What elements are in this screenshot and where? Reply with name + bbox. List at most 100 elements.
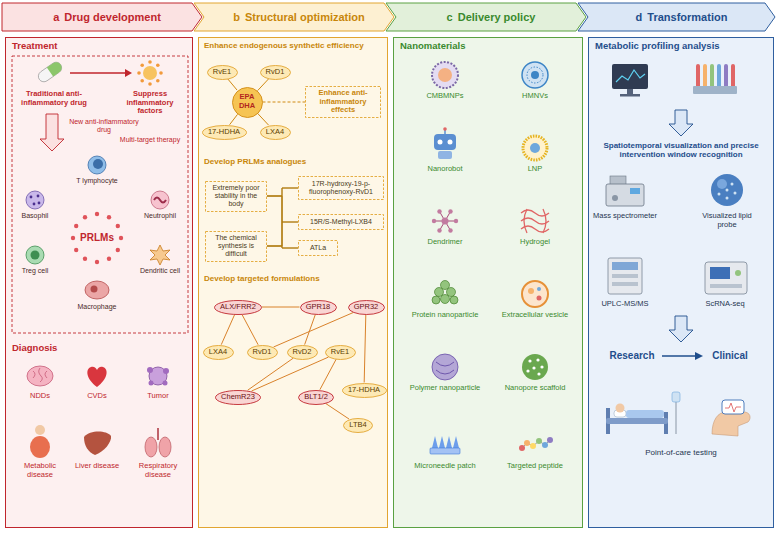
scrna-seq-icon [735, 270, 741, 276]
uplc-icon [608, 258, 642, 294]
dendrimer-icon [434, 212, 456, 231]
sample-tubes-icon [710, 64, 714, 88]
cytokine-icon [159, 71, 163, 75]
ellipse-shape [202, 125, 246, 139]
node-label: Enhance anti-inflammatory effects [308, 89, 378, 115]
chevron-shape [2, 3, 202, 31]
heart-icon [87, 367, 106, 387]
mediator-ellipse: RvD2 [287, 345, 318, 360]
section-header: cDelivery policy [386, 3, 586, 31]
icon-label: Suppress inflammatory factors [117, 90, 183, 116]
sample-tubes-icon [693, 86, 737, 94]
icon-label: Multi-target therapy [119, 136, 181, 144]
scaffold-icon [537, 372, 540, 375]
analogue-box: ATLa [298, 240, 338, 256]
vesicle-icon [522, 281, 548, 307]
microneedle-icon [430, 436, 460, 454]
scrna-seq-icon [705, 262, 747, 294]
prlms-ring [116, 248, 120, 252]
t-lymphocyte-icon [93, 159, 103, 169]
section-letter: c [447, 11, 453, 24]
scaffold-icon [522, 354, 548, 380]
icon-label: T lymphocyte [67, 177, 127, 185]
point-of-care-device-icon [725, 403, 741, 412]
cmbmnp-icon [432, 62, 458, 88]
mediator-ellipse: LTB4 [343, 418, 373, 433]
peptide-icon [519, 445, 525, 451]
cmbmnp-icon [438, 68, 452, 82]
receptor-ellipse: ALX/FRR2 [214, 300, 262, 315]
icon-label: Tumor [133, 392, 183, 401]
point-of-care-device-icon [722, 400, 744, 414]
neutrophil-icon [151, 191, 169, 209]
chevron-shape [194, 3, 394, 31]
heart-icon [87, 367, 106, 387]
liver-icon [84, 432, 111, 455]
uplc-icon [612, 282, 638, 286]
monitor-icon [627, 89, 633, 94]
dashed-box-shape [306, 87, 381, 118]
dendrimer-icon [448, 209, 452, 213]
prlms-ring [83, 257, 87, 261]
connector-line [267, 196, 298, 248]
node-label: GPR32 [354, 303, 379, 312]
icon-label: New anti-inflammatory drug [69, 118, 139, 134]
icon-label: HMNVs [493, 92, 578, 101]
icon-label: Nanopore scaffold [493, 384, 578, 393]
node-label: 17-HDHA [208, 128, 240, 137]
node-label: RvD1 [253, 348, 272, 357]
peptide-icon [524, 440, 530, 446]
cytokine-icon [156, 63, 160, 67]
hollow-arrow [40, 114, 64, 151]
analogue-box: 15R/S-Methyl-LXB4 [298, 214, 384, 230]
macrophage-icon [91, 286, 98, 293]
neutrophil-icon [151, 191, 169, 209]
lipid-probe-icon [726, 197, 729, 200]
ellipse-shape [260, 65, 290, 79]
mediator-ellipse: LXA4 [260, 125, 291, 140]
receptor-ellipse: GPR18 [300, 300, 337, 315]
metabolic-icon [30, 425, 50, 458]
hmnv-icon [522, 62, 548, 88]
scrna-seq-icon [710, 284, 742, 288]
sample-tubes-icon [696, 64, 700, 88]
chevron-shape [578, 3, 775, 31]
mediator-ellipse: RvD1 [260, 65, 291, 80]
protein-nanoparticle-icon [432, 296, 440, 304]
tumor-icon [147, 367, 153, 373]
section-header: bStructural optimization [194, 3, 394, 31]
section-heading: Enhance endogenous synthetic efficiency [204, 41, 384, 50]
cytokine-icon [148, 60, 152, 64]
monitor-icon [612, 64, 648, 97]
ellipse-shape [299, 390, 334, 404]
dashed-box-shape [299, 177, 384, 200]
dashed-box-shape [299, 215, 384, 230]
scaffold-icon [540, 365, 543, 368]
mediator-ellipse: RvE1 [325, 345, 356, 360]
brain-icon [33, 368, 47, 382]
basophil-icon [38, 202, 41, 205]
basophil-icon [33, 203, 36, 206]
icon-label: Clinical [705, 350, 755, 362]
icon-label: Visualized lipid probe [696, 212, 758, 229]
monitor-icon [612, 64, 648, 89]
ellipse-shape [300, 300, 336, 314]
icon-label: Basophil [10, 212, 60, 220]
peptide-icon [542, 442, 548, 448]
ellipse-shape [342, 383, 386, 397]
receptor-ellipse: BLT1/2 [298, 390, 334, 405]
point-of-care-device-icon [712, 412, 750, 436]
nanorobot-icon [434, 127, 456, 159]
metabolic-icon [30, 436, 50, 458]
pill-icon [47, 60, 64, 76]
icon-label: Respiratory disease [128, 462, 188, 479]
basophil-icon [26, 191, 44, 209]
connector-line [230, 114, 238, 124]
icon-label: Mass spectrometer [587, 212, 663, 221]
nanorobot-icon [438, 140, 443, 145]
sample-tubes-icon [717, 64, 721, 88]
receptor-ellipse: ChemR23 [215, 390, 261, 405]
node-label: EPA DHA [234, 93, 261, 110]
precursor-circle: EPA DHA [232, 87, 263, 118]
